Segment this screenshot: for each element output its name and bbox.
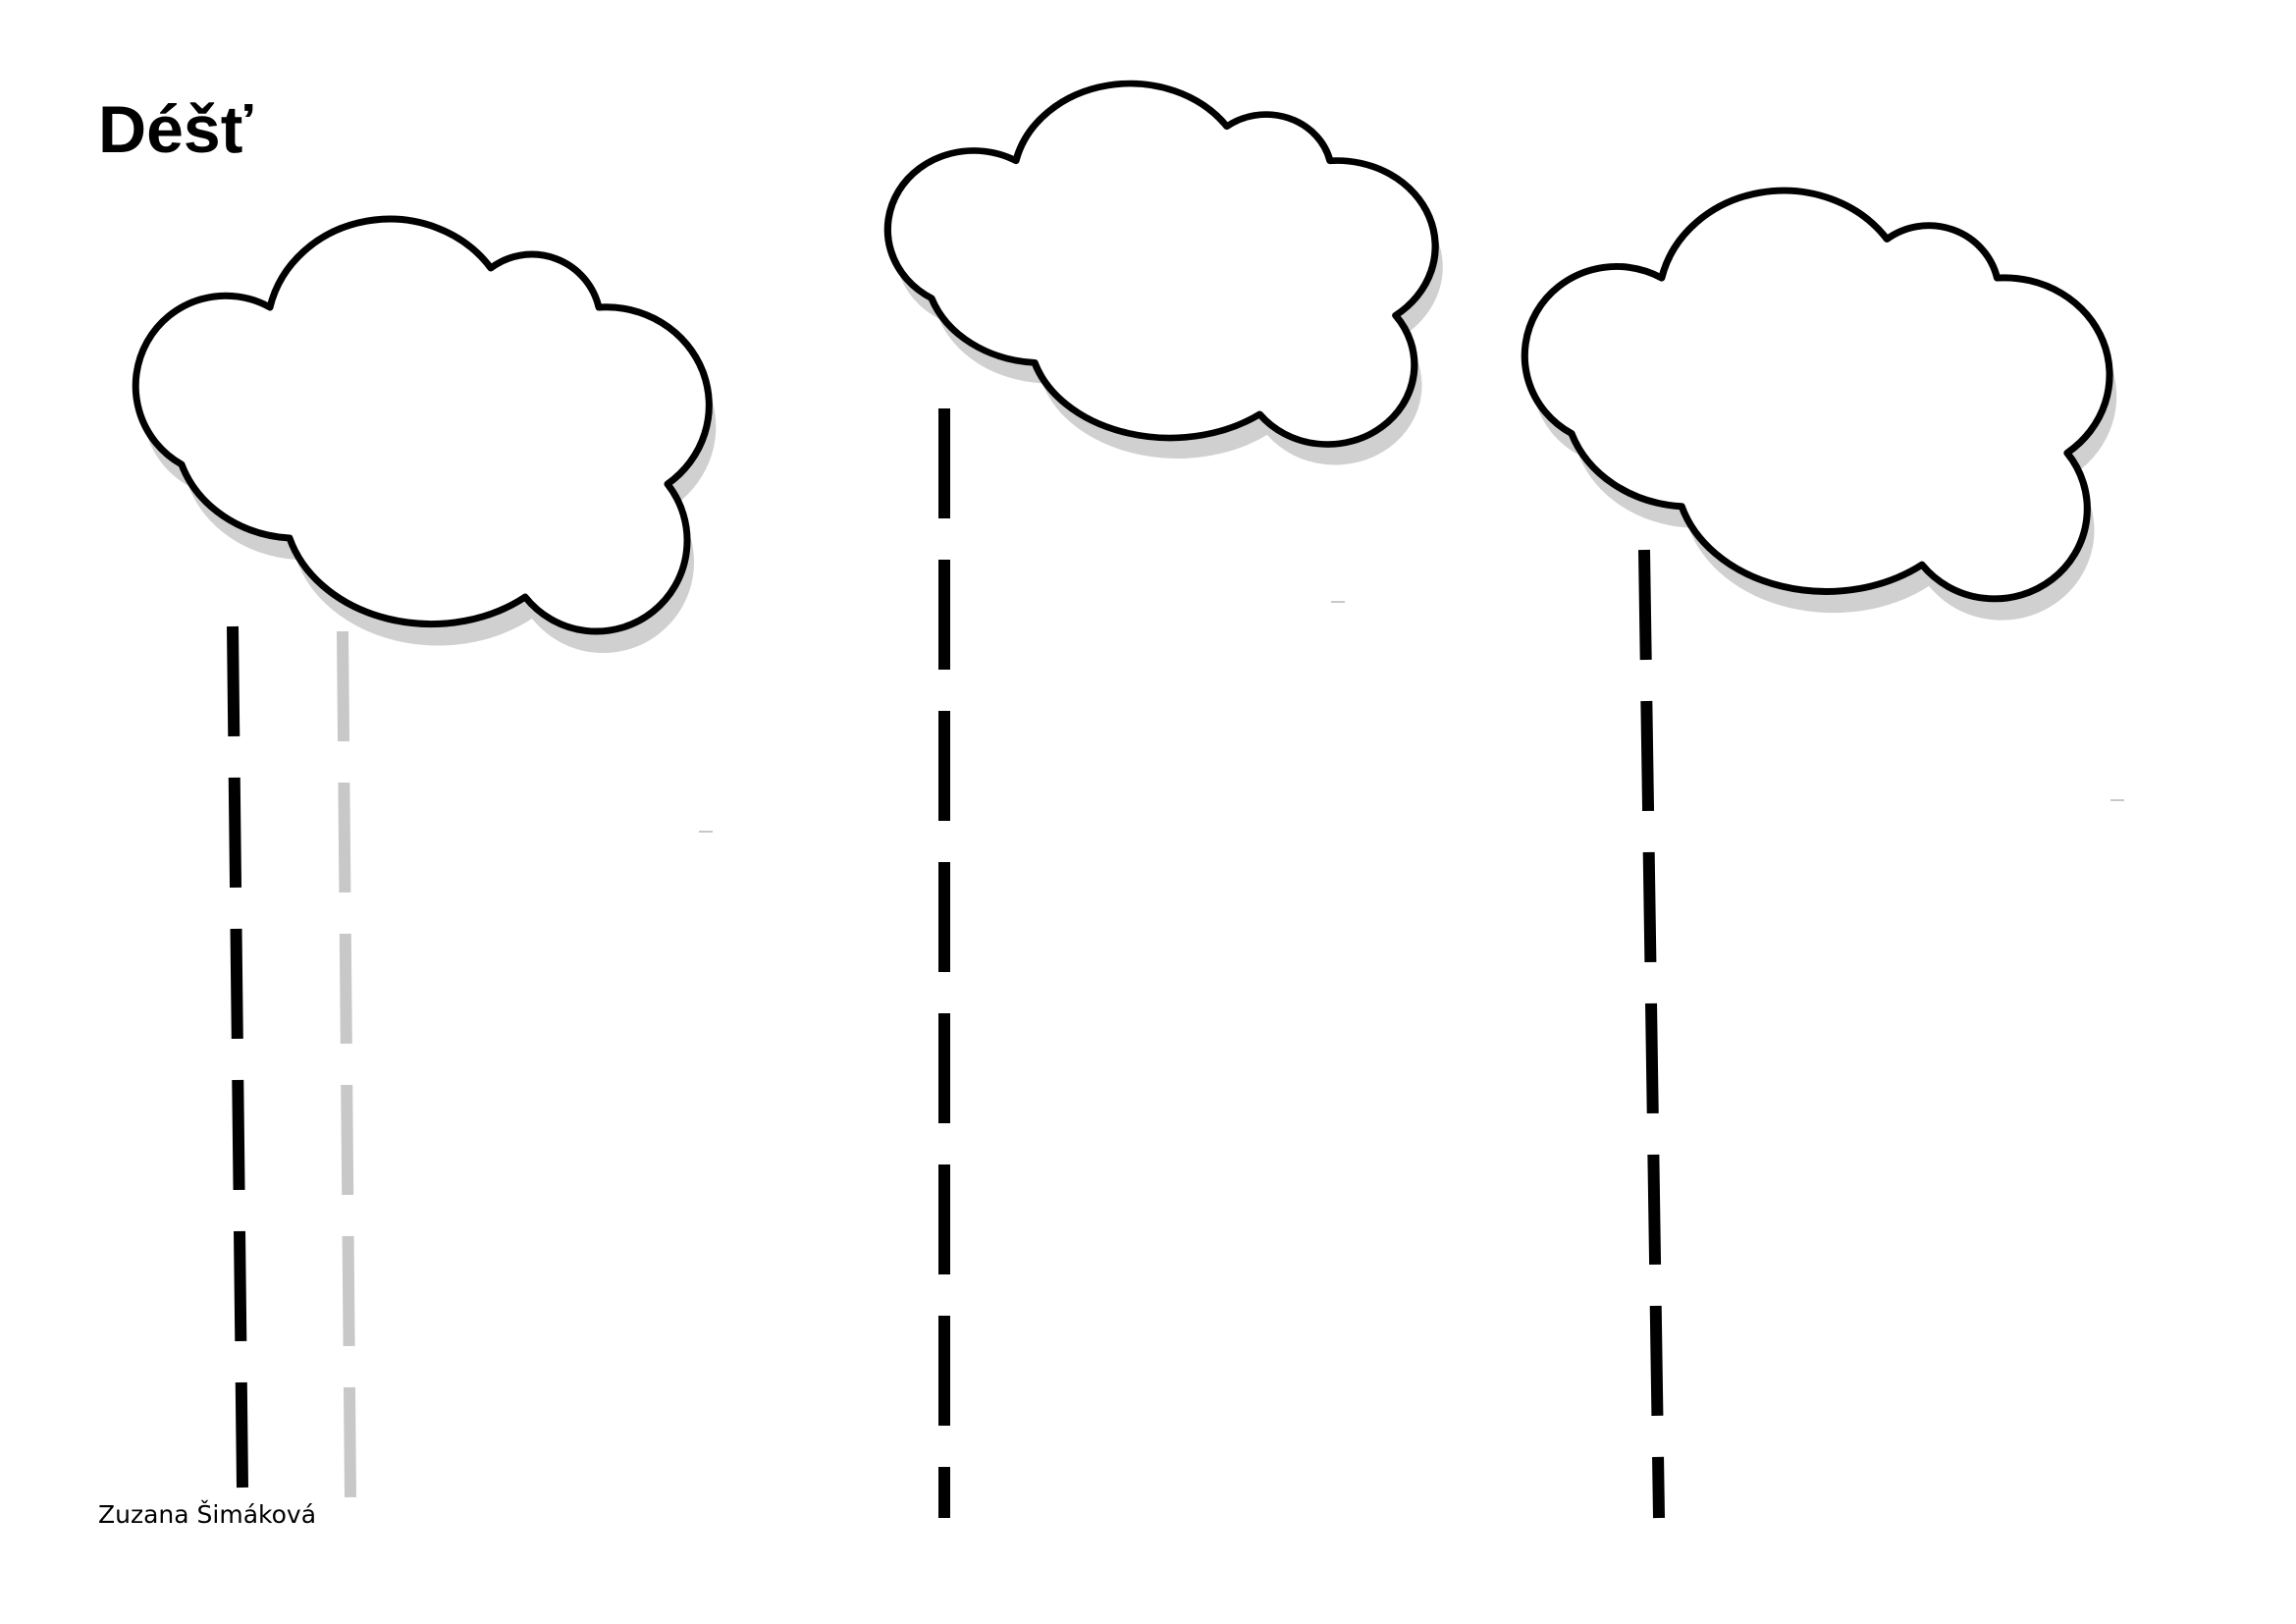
worksheet-title: Déšť [98, 92, 253, 167]
cloud-left [135, 219, 717, 654]
rain-line-dashed-black-3 [1638, 549, 1665, 1519]
author-credit: Zuzana Šimáková [98, 1500, 317, 1529]
cloud-middle [887, 83, 1443, 465]
rain-line-dashed-black-1 [227, 625, 248, 1489]
rain-line-dashed-grey-guide [337, 630, 356, 1498]
cloud-right [1524, 190, 2117, 621]
